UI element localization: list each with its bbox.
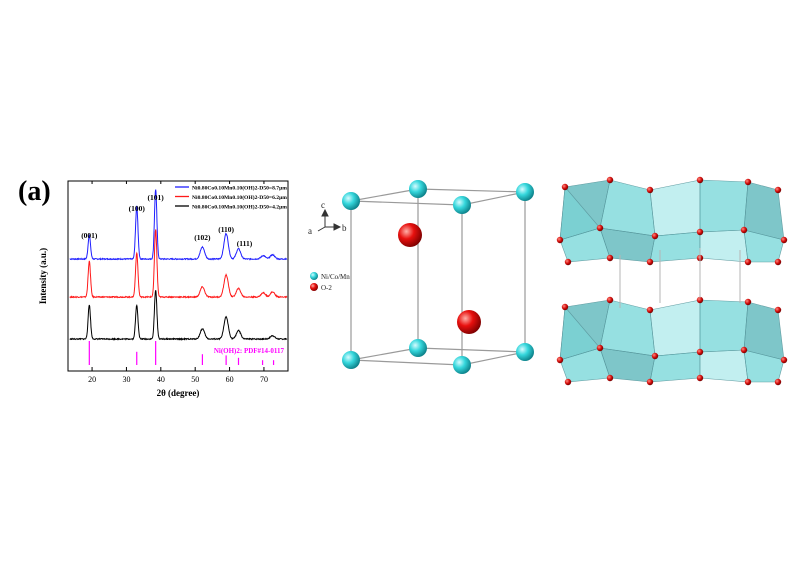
xrd-series-line: [69, 189, 288, 261]
oxygen-atom: [457, 310, 481, 334]
x-tick-label: 60: [226, 375, 234, 384]
octahedral-layer: [556, 176, 788, 266]
oxygen-atom: [561, 303, 569, 311]
unit-cell-edges: [350, 188, 526, 366]
xrd-series-line: [69, 290, 288, 341]
oxygen-atom: [596, 224, 604, 232]
oxygen-atom: [556, 236, 564, 244]
oxygen-atom: [606, 374, 614, 382]
oxygen-atom: [398, 223, 422, 247]
axes-indicator: [317, 208, 342, 232]
plot-frame: [67, 180, 289, 372]
octahedron-face: [649, 179, 701, 237]
oxygen-atom: [646, 258, 654, 266]
octahedron-face: [699, 229, 749, 263]
oxygen-atom: [596, 344, 604, 352]
peak-label: (110): [218, 225, 234, 234]
peak-label: (111): [237, 239, 253, 248]
oxygen-atom: [744, 298, 752, 306]
octahedral-layer: [556, 296, 788, 386]
peak-label: (102): [194, 233, 211, 242]
metal-atom: [516, 343, 534, 361]
legend-entry: Ni0.80Co0.10Mn0.10(OH)2-D50=4.2μm: [192, 204, 287, 211]
peak-label: (100): [129, 204, 146, 213]
peak-label: (101): [148, 193, 165, 202]
oxygen-atom: [606, 176, 614, 184]
metal-atom: [516, 183, 534, 201]
metal-atom: [409, 339, 427, 357]
oxygen-atom: [774, 306, 782, 314]
reference-label: Ni(OH)2: PDF#14-0117: [214, 347, 285, 355]
peak-label: (001): [81, 231, 98, 240]
y-axis-label: Intensity (a.u.): [38, 248, 48, 304]
metal-atom: [342, 192, 360, 210]
oxygen-atom: [744, 178, 752, 186]
oxygen-atom: [696, 228, 704, 236]
oxygen-atom: [564, 378, 572, 386]
legend-metal-label: Ni/Co/Mn: [321, 273, 350, 281]
oxygen-atom: [774, 186, 782, 194]
metal-atom: [409, 180, 427, 198]
oxygen-atom: [651, 352, 659, 360]
x-tick-label: 50: [191, 375, 199, 384]
octahedron-face: [699, 299, 749, 353]
oxygen-atom: [646, 378, 654, 386]
oxygen-atom: [561, 183, 569, 191]
oxygen-atom: [696, 296, 704, 304]
oxygen-atom: [774, 258, 782, 266]
metal-atom: [453, 356, 471, 374]
oxygen-atom: [740, 226, 748, 234]
axis-a-label: a: [308, 226, 312, 236]
oxygen-atom: [744, 378, 752, 386]
oxygen-atom: [606, 254, 614, 262]
x-axis-label: 2θ (degree): [157, 388, 200, 398]
legend-oxygen-swatch: [310, 283, 318, 291]
octahedron-face: [649, 299, 701, 357]
xrd-series-line: [69, 229, 288, 299]
oxygen-atom: [651, 232, 659, 240]
x-tick-label: 40: [157, 375, 165, 384]
oxygen-atom: [744, 258, 752, 266]
oxygen-atom: [606, 296, 614, 304]
metal-atom: [342, 351, 360, 369]
legend-entry: Ni0.80Co0.10Mn0.10(OH)2-D50=8.7μm: [192, 185, 287, 192]
x-tick-label: 70: [260, 375, 268, 384]
x-tick-label: 20: [88, 375, 96, 384]
metal-atom: [453, 196, 471, 214]
oxygen-atom: [774, 378, 782, 386]
legend-entry: Ni0.80Co0.10Mn0.10(OH)2-D50=6.2μm: [192, 194, 287, 201]
axis-b-label: b: [342, 223, 347, 233]
x-tick-label: 30: [122, 375, 130, 384]
legend-metal-swatch: [310, 272, 318, 280]
oxygen-atom: [696, 348, 704, 356]
octahedron-face: [599, 299, 656, 357]
octahedron-face: [699, 179, 749, 233]
oxygen-atom: [556, 356, 564, 364]
oxygen-atom: [564, 258, 572, 266]
legend-oxygen-label: O-2: [321, 284, 332, 292]
axis-c-label: c: [321, 200, 325, 210]
octahedron-face: [599, 179, 656, 237]
oxygen-atom: [780, 356, 788, 364]
oxygen-atom: [646, 306, 654, 314]
oxygen-atom: [740, 346, 748, 354]
octahedron-face: [699, 349, 749, 383]
oxygen-atom: [646, 186, 654, 194]
panel-label: (a): [18, 176, 51, 207]
oxygen-atom: [780, 236, 788, 244]
metal-atoms: [342, 180, 534, 374]
oxygen-atom: [696, 374, 704, 382]
oxygen-atom: [696, 176, 704, 184]
